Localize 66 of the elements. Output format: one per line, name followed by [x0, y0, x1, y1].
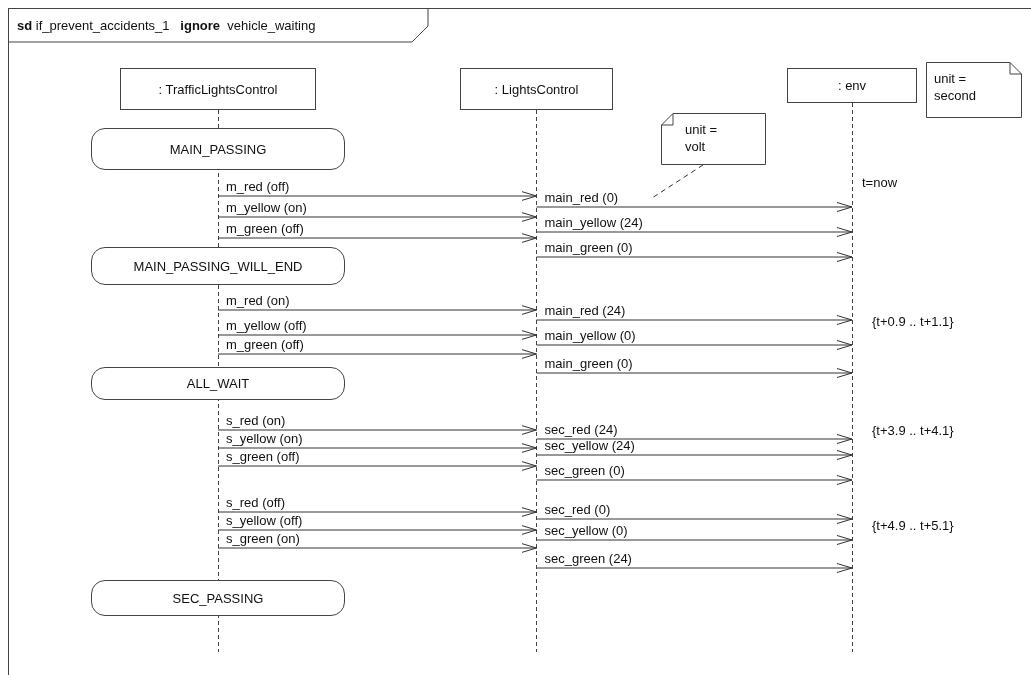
message-label: sec_red (0) [544, 503, 611, 517]
leader-line [651, 164, 704, 199]
message-arrow [217, 305, 537, 315]
message-label: main_yellow (24) [544, 216, 643, 230]
message-label: sec_yellow (24) [544, 439, 635, 453]
message-label: s_red (on) [226, 414, 286, 428]
message-arrow [217, 461, 537, 471]
message-arrow [536, 450, 853, 460]
message-label: main_red (24) [544, 304, 626, 318]
time-constraint: {t+3.9 .. t+4.1} [872, 424, 954, 438]
state-box: MAIN_PASSING [91, 128, 345, 170]
message-label: s_red (off) [226, 496, 285, 510]
message-label: s_yellow (off) [226, 514, 303, 528]
message-label: m_red (on) [226, 294, 290, 308]
message-label: sec_yellow (0) [544, 524, 628, 538]
note-text: unit = second [934, 70, 977, 104]
message-arrow [217, 191, 537, 201]
message-label: sec_green (24) [544, 552, 632, 566]
message-arrow [536, 514, 853, 524]
time-constraint: {t+0.9 .. t+1.1} [872, 315, 954, 329]
message-arrow [536, 340, 853, 350]
message-arrow [536, 202, 853, 212]
message-arrow [217, 443, 537, 453]
lifeline-header: : LightsControl [460, 68, 613, 110]
frame [8, 8, 1031, 675]
time-constraint: {t+4.9 .. t+5.1} [872, 519, 954, 533]
message-arrow [217, 349, 537, 359]
message-label: main_yellow (0) [544, 329, 636, 343]
message-label: m_red (off) [226, 180, 290, 194]
message-arrow [217, 330, 537, 340]
message-arrow [217, 525, 537, 535]
message-arrow [217, 543, 537, 553]
note [926, 62, 1022, 118]
frame-title: sd if_prevent_accidents_1 ignore vehicle_waiting [17, 18, 316, 33]
message-arrow [536, 475, 853, 485]
message-label: m_yellow (off) [226, 319, 307, 333]
message-label: sec_green (0) [544, 464, 625, 478]
lifeline-header: : env [787, 68, 917, 103]
message-label: m_green (off) [226, 222, 304, 236]
message-arrow [536, 252, 853, 262]
message-label: sec_red (24) [544, 423, 618, 437]
message-label: m_yellow (on) [226, 201, 307, 215]
message-label: s_yellow (on) [226, 432, 303, 446]
message-label: s_green (off) [226, 450, 300, 464]
message-arrow [217, 212, 537, 222]
message-arrow [536, 227, 853, 237]
message-arrow [536, 434, 853, 444]
message-arrow [536, 563, 853, 573]
message-arrow [217, 507, 537, 517]
message-label: s_green (on) [226, 532, 300, 546]
lifeline-header: : TrafficLightsControl [120, 68, 316, 110]
note [661, 113, 766, 165]
message-arrow [536, 368, 853, 378]
message-arrow [536, 315, 853, 325]
message-arrow [536, 535, 853, 545]
message-label: m_green (off) [226, 338, 304, 352]
message-label: main_green (0) [544, 241, 633, 255]
message-label: main_green (0) [544, 357, 633, 371]
state-box: SEC_PASSING [91, 580, 345, 616]
message-arrow [217, 233, 537, 243]
message-label: main_red (0) [544, 191, 619, 205]
state-box: MAIN_PASSING_WILL_END [91, 247, 345, 285]
message-arrow [217, 425, 537, 435]
time-constraint: t=now [862, 176, 898, 190]
state-box: ALL_WAIT [91, 367, 345, 400]
note-text: unit = volt [685, 121, 719, 155]
